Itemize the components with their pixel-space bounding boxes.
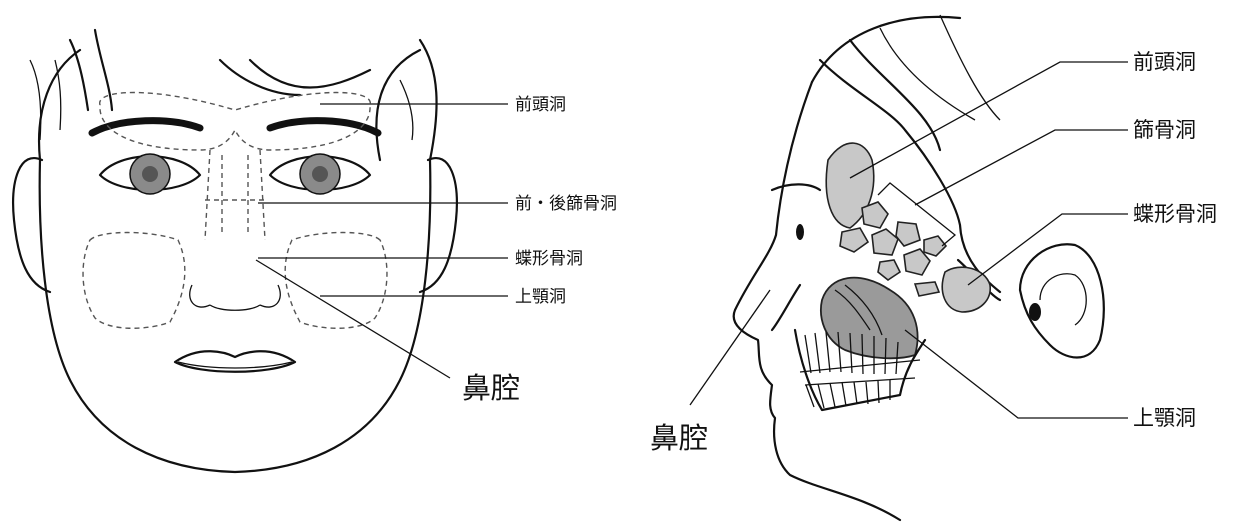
side-ear bbox=[1020, 244, 1104, 357]
side-label-ethmoid: 篩骨洞 bbox=[1133, 118, 1196, 142]
front-label-sphenoid: 蝶形骨洞 bbox=[515, 249, 583, 269]
side-eyebrow bbox=[772, 184, 820, 190]
side-eye bbox=[796, 224, 804, 240]
hair bbox=[39, 30, 437, 160]
right-pupil bbox=[312, 166, 328, 182]
front-label-nasal-cavity: 鼻腔 bbox=[462, 371, 520, 405]
mouth bbox=[175, 351, 295, 372]
leader-side-maxillary bbox=[905, 330, 1128, 418]
leader-side-frontal bbox=[850, 62, 1128, 178]
side-label-maxillary: 上顎洞 bbox=[1133, 406, 1196, 430]
front-view-figure bbox=[13, 30, 508, 472]
front-label-maxillary: 上顎洞 bbox=[515, 287, 566, 307]
ear-canal bbox=[1029, 303, 1041, 321]
front-label-frontal: 前頭洞 bbox=[515, 95, 566, 115]
nose bbox=[190, 285, 281, 310]
front-label-ethmoid: 前・後篩骨洞 bbox=[515, 194, 617, 214]
side-label-nasal-cavity: 鼻腔 bbox=[650, 421, 708, 455]
left-pupil bbox=[142, 166, 158, 182]
maxillary-sinus-right bbox=[285, 233, 387, 329]
side-label-sphenoid: 蝶形骨洞 bbox=[1133, 202, 1217, 226]
ethmoid-sinus-outline bbox=[205, 150, 265, 240]
side-view-figure bbox=[690, 15, 1128, 520]
side-label-frontal: 前頭洞 bbox=[1133, 50, 1196, 74]
leader-front-nasal bbox=[256, 260, 450, 378]
face-outline bbox=[40, 160, 431, 472]
maxillary-sinus-left bbox=[83, 233, 185, 329]
